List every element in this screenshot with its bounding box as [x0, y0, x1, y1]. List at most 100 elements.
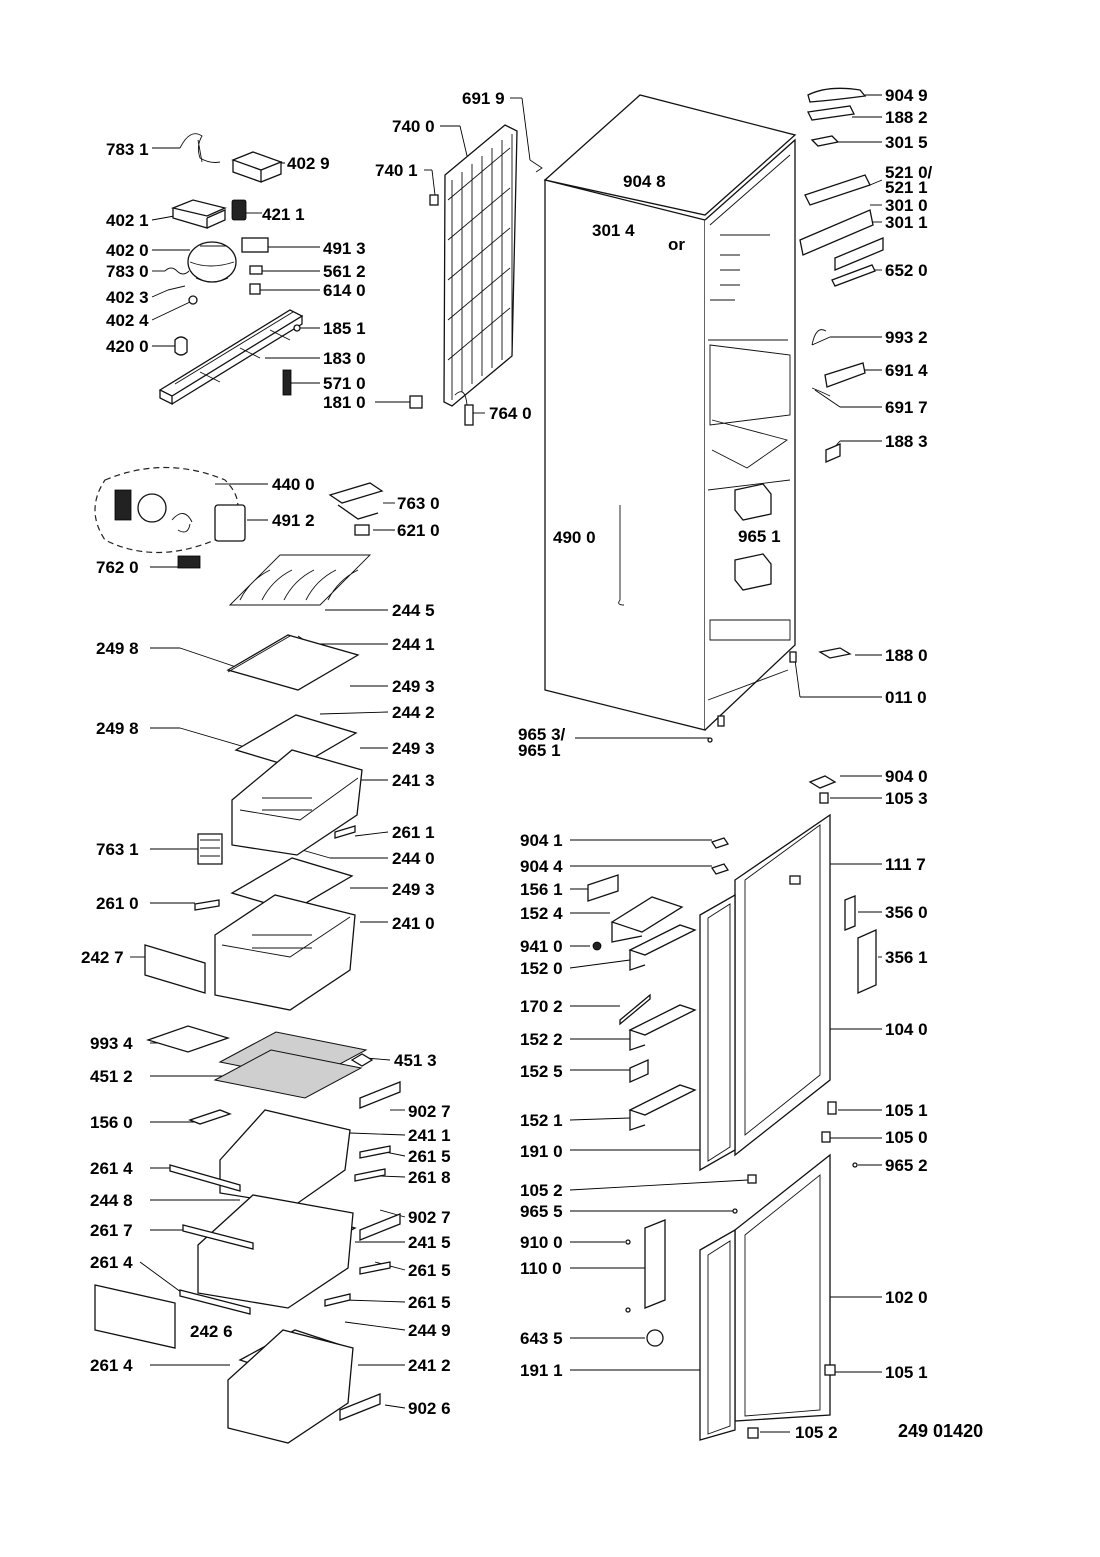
part-label: 491 2 — [272, 511, 315, 530]
part-label: 402 4 — [106, 311, 149, 330]
part-label: 941 0 — [520, 937, 563, 956]
part-label: 763 1 — [96, 840, 139, 859]
fan-and-shelf-drawing — [94, 466, 384, 1011]
part-label: 904 4 — [520, 857, 563, 876]
part-label: or — [668, 235, 685, 254]
part-label: 491 3 — [323, 239, 366, 258]
part-label: 521 0/ — [885, 163, 933, 182]
part-label: 261 8 — [408, 1168, 451, 1187]
part-label: 740 1 — [375, 161, 418, 180]
part-label: 249 3 — [392, 739, 435, 758]
part-label: 691 7 — [885, 398, 928, 417]
part-label: 244 9 — [408, 1321, 451, 1340]
part-label: 643 5 — [520, 1329, 563, 1348]
part-label: 244 0 — [392, 849, 435, 868]
part-label: 420 0 — [106, 337, 149, 356]
part-label: 402 9 — [287, 154, 330, 173]
part-label: 421 1 — [262, 205, 305, 224]
part-label: 105 1 — [885, 1101, 928, 1120]
part-label: 102 0 — [885, 1288, 928, 1307]
part-label: 104 0 — [885, 1020, 928, 1039]
part-label: 261 5 — [408, 1147, 451, 1166]
part-label: 244 8 — [90, 1191, 133, 1210]
part-label: 188 0 — [885, 646, 928, 665]
document-number: 249 01420 — [898, 1421, 983, 1441]
part-label: 561 2 — [323, 262, 366, 281]
part-label: 152 4 — [520, 904, 563, 923]
part-label: 156 1 — [520, 880, 563, 899]
part-label: 242 6 — [190, 1322, 233, 1341]
part-label: 242 7 — [81, 948, 124, 967]
leader-lines — [130, 94, 883, 1433]
part-label: 763 0 — [397, 494, 440, 513]
part-label: 152 2 — [520, 1030, 563, 1049]
lower-drawers-drawing — [94, 1025, 401, 1444]
part-label: 241 5 — [408, 1233, 451, 1252]
part-label: 402 3 — [106, 288, 149, 307]
part-labels: 783 1 402 9 402 1 421 1 402 0 491 3 783 … — [81, 86, 933, 1442]
part-label: 965 2 — [885, 1156, 928, 1175]
doors-drawing — [587, 775, 877, 1441]
part-label: 993 2 — [885, 328, 928, 347]
part-label: 261 1 — [392, 823, 435, 842]
part-label: 402 0 — [106, 241, 149, 260]
part-label: 301 5 — [885, 133, 928, 152]
part-label: 244 5 — [392, 601, 435, 620]
part-label: 621 0 — [397, 521, 440, 540]
part-label: 521 1 — [885, 178, 928, 197]
part-label: 451 2 — [90, 1067, 133, 1086]
part-label: 301 1 — [885, 213, 928, 232]
part-label: 904 1 — [520, 831, 563, 850]
part-label: 110 0 — [520, 1259, 562, 1278]
part-label: 261 4 — [90, 1159, 133, 1178]
condenser-drawing — [429, 124, 543, 426]
part-label: 902 6 — [408, 1399, 451, 1418]
part-label: 614 0 — [323, 281, 366, 300]
part-label: 910 0 — [520, 1233, 563, 1252]
part-label: 762 0 — [96, 558, 139, 577]
compressor-assembly-drawing — [158, 133, 423, 409]
part-label: 011 0 — [885, 688, 927, 707]
part-label: 652 0 — [885, 261, 928, 280]
part-label: 170 2 — [520, 997, 563, 1016]
part-label: 191 0 — [520, 1142, 563, 1161]
part-label: 902 7 — [408, 1208, 451, 1227]
part-label: 904 8 — [623, 172, 666, 191]
part-label: 261 7 — [90, 1221, 133, 1240]
part-label: 261 5 — [408, 1293, 451, 1312]
part-label: 783 0 — [106, 262, 149, 281]
part-label: 105 2 — [520, 1181, 563, 1200]
part-label: 191 1 — [520, 1361, 563, 1380]
part-label: 356 0 — [885, 903, 928, 922]
part-label: 249 8 — [96, 639, 139, 658]
part-label: 105 0 — [885, 1128, 928, 1147]
cabinet-drawing — [543, 94, 852, 743]
part-label: 691 9 — [462, 89, 505, 108]
part-label: 152 5 — [520, 1062, 563, 1081]
part-label: 261 4 — [90, 1253, 133, 1272]
part-label: 105 3 — [885, 789, 928, 808]
part-label: 965 1 — [738, 527, 781, 546]
part-label: 691 4 — [885, 361, 928, 380]
part-label: 105 2 — [795, 1423, 838, 1442]
part-label: 249 3 — [392, 880, 435, 899]
part-label: 156 0 — [90, 1113, 133, 1132]
part-label: 241 1 — [408, 1126, 451, 1145]
part-label: 902 7 — [408, 1102, 451, 1121]
part-label: 571 0 — [323, 374, 366, 393]
part-label: 965 3/ — [518, 725, 566, 744]
part-label: 105 1 — [885, 1363, 928, 1382]
part-label: 244 1 — [392, 635, 435, 654]
part-label: 152 0 — [520, 959, 563, 978]
part-label: 783 1 — [106, 140, 149, 159]
part-label: 440 0 — [272, 475, 315, 494]
part-label: 490 0 — [553, 528, 596, 547]
part-label: 261 5 — [408, 1261, 451, 1280]
part-label: 244 2 — [392, 703, 435, 722]
part-label: 188 3 — [885, 432, 928, 451]
part-label: 185 1 — [323, 319, 366, 338]
part-label: 301 0 — [885, 196, 928, 215]
part-label: 241 0 — [392, 914, 435, 933]
part-label: 111 7 — [885, 855, 926, 874]
